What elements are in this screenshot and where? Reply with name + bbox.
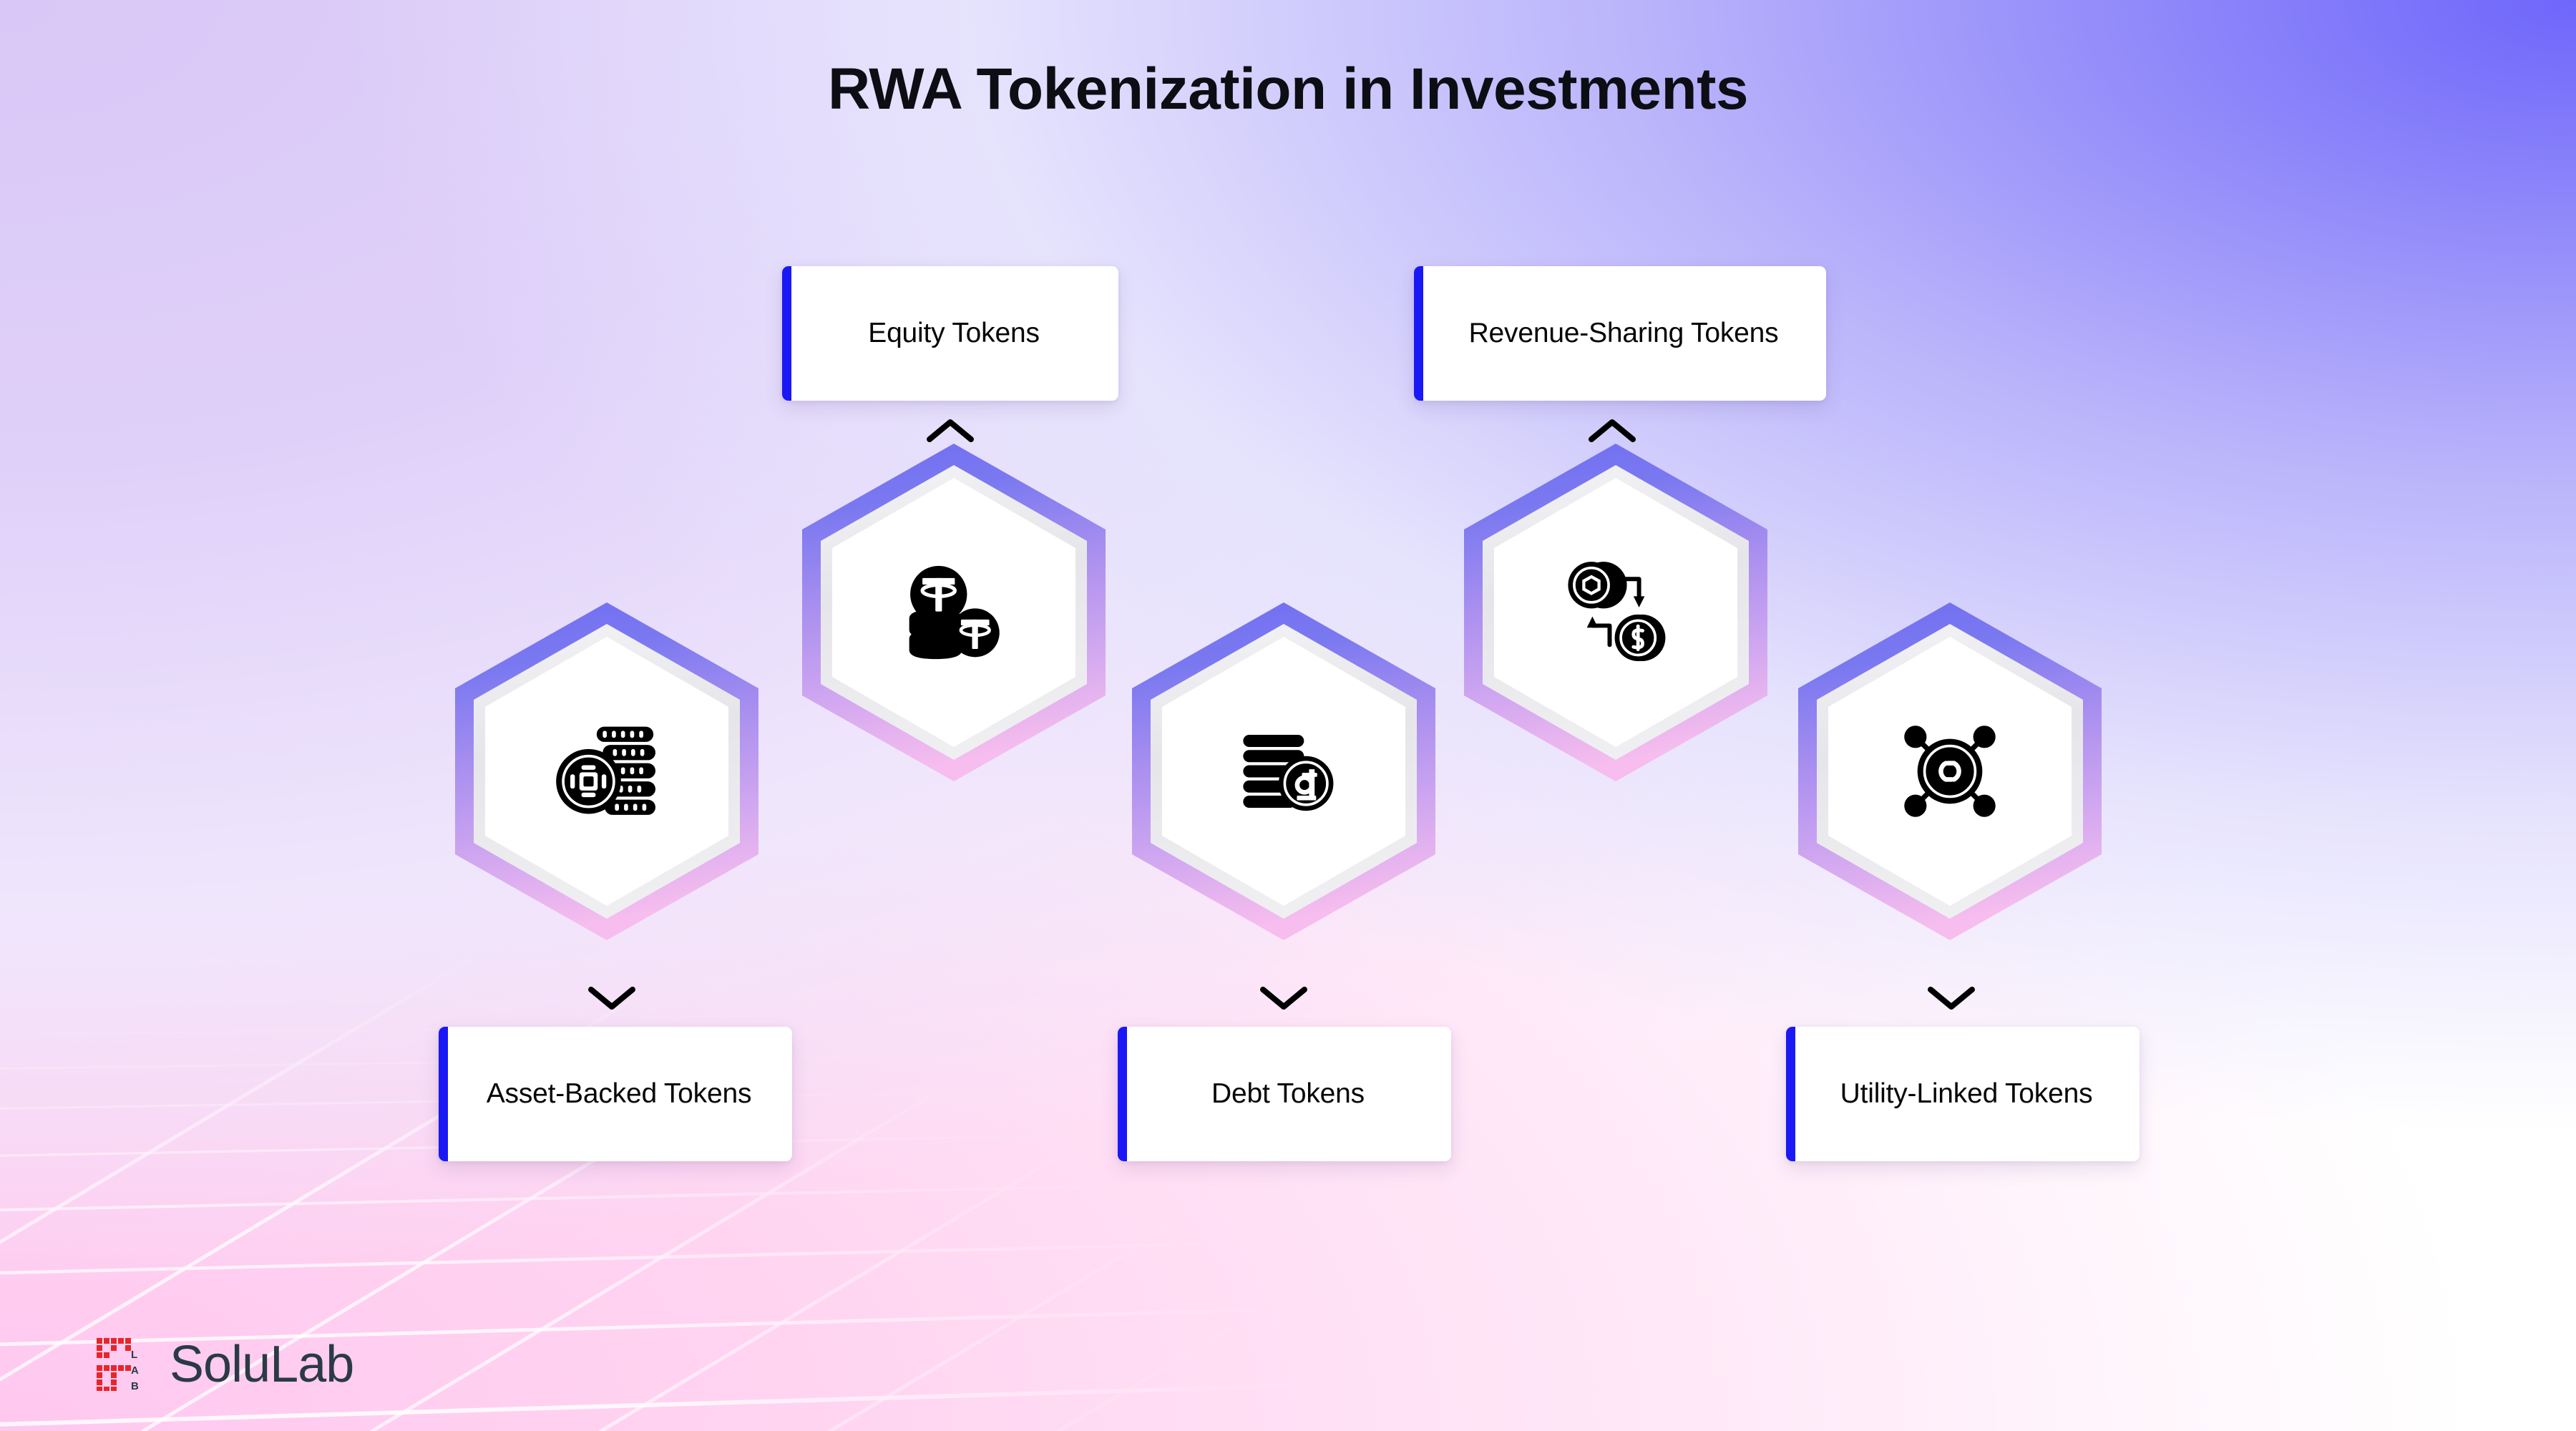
- hex-node-debt[interactable]: [1126, 600, 1441, 943]
- solulab-wordmark: SoluLab: [170, 1336, 354, 1393]
- label-card-debt[interactable]: Debt Tokens: [1118, 1027, 1451, 1161]
- solulab-logo-mark: L A B: [97, 1338, 139, 1392]
- label-card-text: Revenue-Sharing Tokens: [1468, 318, 1779, 348]
- hex-node-asset-backed[interactable]: [449, 600, 764, 943]
- chevron-up-icon: [1586, 415, 1639, 446]
- coin-stack-dong-icon: [1126, 600, 1441, 943]
- label-card-text: Asset-Backed Tokens: [486, 1078, 752, 1109]
- label-card-text: Equity Tokens: [868, 318, 1040, 348]
- hex-node-revenue-sharing[interactable]: [1458, 441, 1773, 784]
- hex-node-equity[interactable]: [796, 441, 1111, 784]
- card-accent-bar: [782, 266, 791, 401]
- label-card-utility-linked[interactable]: Utility-Linked Tokens: [1786, 1027, 2140, 1161]
- card-accent-bar: [439, 1027, 448, 1161]
- chevron-down-icon: [1257, 982, 1310, 1014]
- label-card-text: Utility-Linked Tokens: [1840, 1078, 2093, 1109]
- label-card-asset-backed[interactable]: Asset-Backed Tokens: [439, 1027, 792, 1161]
- svg-text:A: A: [131, 1364, 139, 1377]
- svg-text:L: L: [131, 1349, 137, 1361]
- label-card-text: Debt Tokens: [1211, 1078, 1365, 1109]
- label-card-equity[interactable]: Equity Tokens: [782, 266, 1118, 401]
- svg-text:B: B: [131, 1380, 139, 1392]
- chevron-down-icon: [585, 982, 638, 1014]
- tether-coin-stack-icon: [796, 441, 1111, 784]
- card-accent-bar: [1786, 1027, 1795, 1161]
- chevron-down-icon: [1925, 982, 1978, 1014]
- label-card-revenue-sharing[interactable]: Revenue-Sharing Tokens: [1414, 266, 1826, 401]
- perspective-grid-decoration: [0, 844, 1646, 1431]
- page-title: RWA Tokenization in Investments: [827, 57, 1749, 122]
- card-accent-bar: [1118, 1027, 1127, 1161]
- coin-stack-token-icon: [449, 600, 764, 943]
- token-dollar-exchange-icon: [1458, 441, 1773, 784]
- card-accent-bar: [1414, 266, 1423, 401]
- linked-network-coin-icon: [1792, 600, 2107, 943]
- hex-node-utility-linked[interactable]: [1792, 600, 2107, 943]
- chevron-up-icon: [924, 415, 977, 446]
- solulab-logo[interactable]: L A B SoluLab: [95, 1336, 354, 1393]
